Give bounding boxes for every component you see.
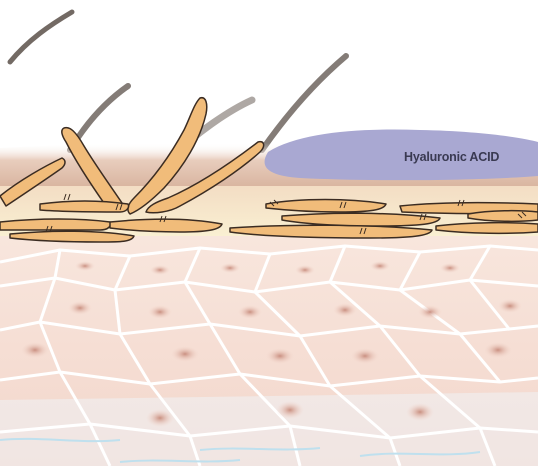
hyaluronic-acid-label: Hyaluronic ACID <box>404 150 499 164</box>
hairs <box>10 12 346 158</box>
flake-h-9 <box>436 223 538 234</box>
flake-h-10 <box>468 211 538 222</box>
flake-h-4 <box>110 219 222 232</box>
flake-h-3 <box>10 231 134 242</box>
flake-h-2 <box>0 219 111 230</box>
flake-h-1 <box>40 201 129 212</box>
hair-1 <box>10 12 72 62</box>
flake-h-6 <box>266 200 386 213</box>
